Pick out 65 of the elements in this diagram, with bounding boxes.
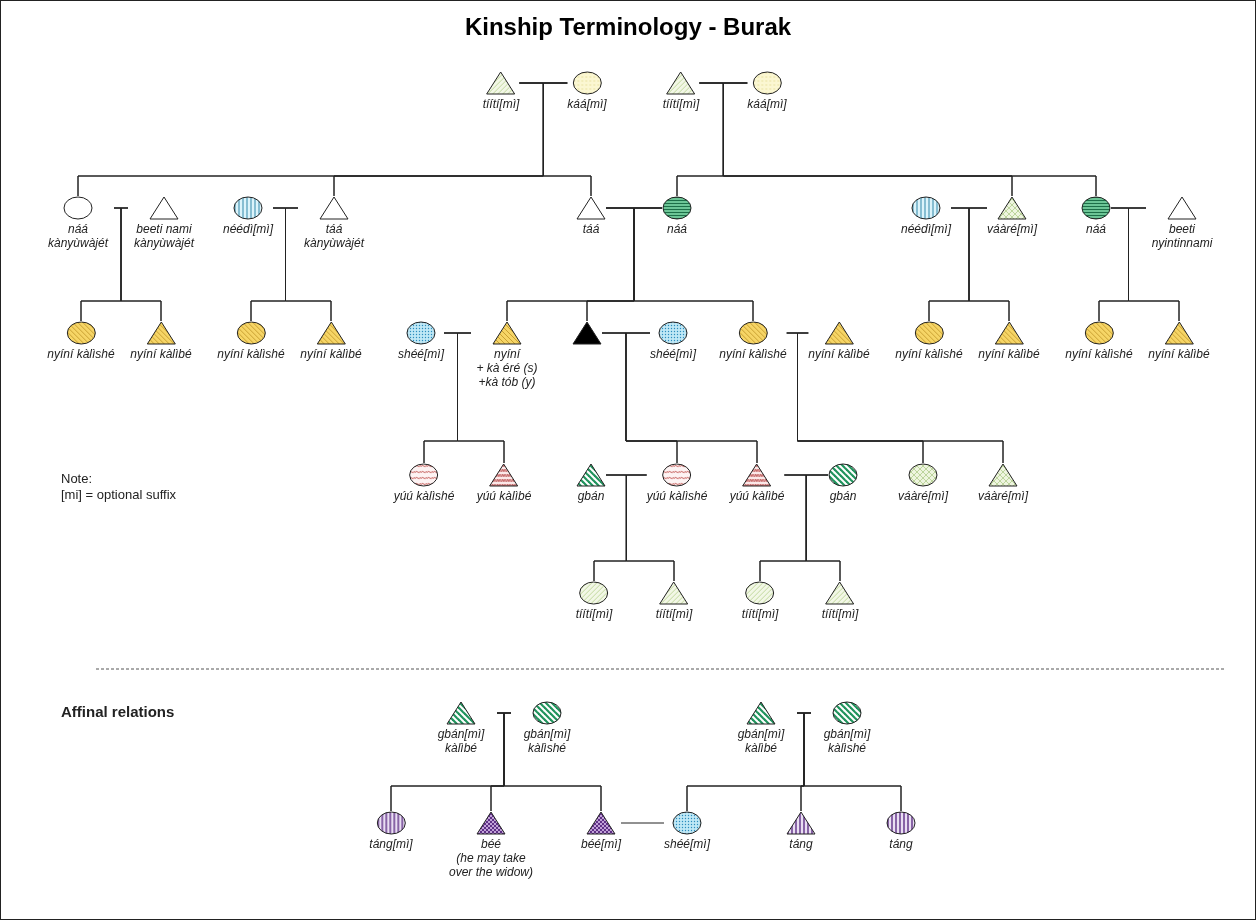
kin-term: káá[mì] [567,97,607,111]
kin-term: táng[mì] [369,837,413,851]
title: Kinship Terminology - Burak [463,13,793,41]
kin-term: nyíní kàlìshé [1065,347,1133,361]
kin-term: beeti nyintinnami [1150,222,1214,250]
kin-term: gbán [576,489,606,503]
kin-term: néédì[mì] [223,222,273,236]
kin-term: nyíní kàlìbé [1148,347,1210,361]
kin-term: nyíní kàlìbé [808,347,870,361]
descent-line [805,474,841,582]
kin-term: táá kànyùwàjét [302,222,366,250]
kin-term: shéé[mì] [398,347,444,361]
kin-term: tíítí[mì] [655,607,693,621]
term-note: (he may take over the widow) [447,851,534,879]
descent-line [542,82,592,197]
kin-term: néédì[mì] [901,222,951,236]
kin-term: yúú kàlìbé [729,489,785,503]
note-text: [mi] = optional suffix [61,487,176,502]
kin-term: váàré[mì] [898,489,948,503]
kin-term: nyíní kàlìshé [217,347,285,361]
kin-term: yúú kàlìbé [476,489,532,503]
descent-line [285,207,332,322]
kin-term: yúú kàlìshé [393,489,455,503]
kin-term: gbán [828,489,858,503]
kin-term: gbán[mì] kàlìbé [436,727,486,755]
kin-term: tíítí[mì] [575,607,613,621]
kin-term: tíítí[mì] [821,607,859,621]
kin-term: káá[mì] [747,97,787,111]
descent-line [625,474,675,582]
descent-line [968,207,1010,322]
kin-term: nyíní kàlìbé [130,347,192,361]
descent-line [1128,207,1180,322]
kin-term: nyíní kàlìshé [47,347,115,361]
descent-line [457,332,505,464]
term-note: + kà éré (s) +kà tób (y) [475,361,539,389]
kin-term: gbán[mì] kàlìshé [522,727,572,755]
kin-term: nyíní kàlìbé [978,347,1040,361]
kin-term: nyíní kàlìbé [300,347,362,361]
kin-term: náá [1085,222,1107,236]
section-heading: Affinal relations [61,703,175,720]
marriage-line [620,822,665,824]
descent-line [633,207,754,322]
kin-term: náá [666,222,688,236]
kin-term: náá kànyùwàjét [46,222,110,250]
kin-term: béé[mì] [581,837,621,851]
kin-term: táng [888,837,914,851]
kin-term: nyíní kàlìshé [895,347,963,361]
kin-term: táng [788,837,814,851]
kin-term: shéé[mì] [650,347,696,361]
kin-term: béé [480,837,502,851]
kin-term: váàré[mì] [978,489,1028,503]
kin-term: yúú kàlìshé [646,489,708,503]
kin-term: tíítí[mì] [662,97,700,111]
note-text: Note: [61,471,93,486]
kin-term: nyíní kàlìshé [719,347,787,361]
kin-term: nyíní [493,347,522,361]
descent-line [625,332,758,464]
kin-term: tíítí[mì] [482,97,520,111]
kin-term: táá [581,222,601,236]
kin-term: gbán[mì] kàlìbé [736,727,786,755]
kin-term: gbán[mì] kàlìshé [822,727,872,755]
kin-term: beeti nami kànyùwàjét [132,222,196,250]
kin-term: tíítí[mì] [741,607,779,621]
kin-term: shéé[mì] [664,837,710,851]
kin-term: váàré[mì] [987,222,1037,236]
